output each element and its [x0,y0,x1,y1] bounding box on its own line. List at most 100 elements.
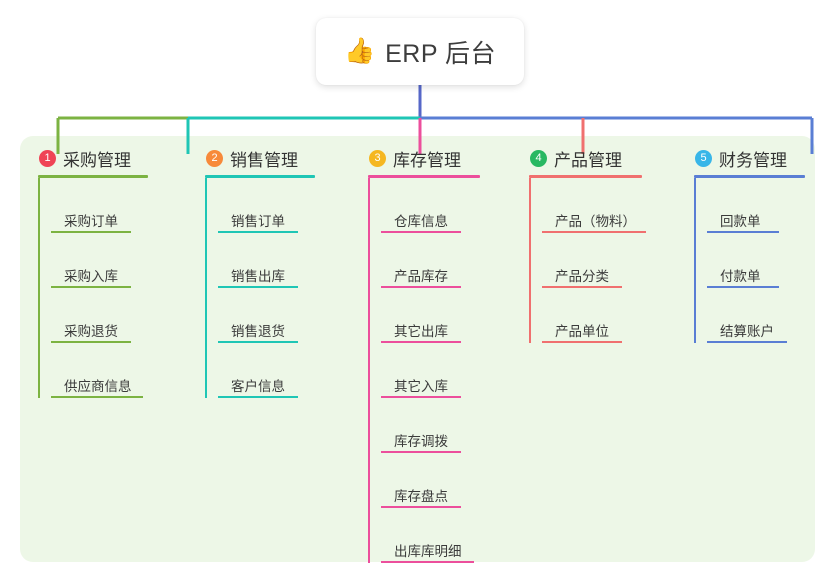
branch-item-label: 客户信息 [231,378,285,394]
branch-items: 仓库信息产品库存其它出库其它入库库存调拨库存盘点出库库明细 [368,178,493,563]
branch-item-rule [51,341,131,343]
branch-item-rule [542,341,622,343]
branch-header-2[interactable]: 2 销售管理 [205,146,325,170]
branch-item-label: 销售出库 [231,268,285,284]
branch-item[interactable]: 销售订单 [218,178,325,233]
branch-item[interactable]: 付款单 [707,233,814,288]
branch-header-1[interactable]: 1 采购管理 [38,146,158,170]
branch-item-rule [381,451,461,453]
branch-spine [38,178,40,398]
branch-item-label: 库存调拨 [394,433,448,449]
branch-item-label: 产品分类 [555,268,609,284]
branch-item-label: 销售订单 [231,213,285,229]
branch-item-rule [707,231,779,233]
branch-header-rule [529,175,642,178]
branch-spine [694,178,696,343]
branch-item-label: 采购退货 [64,323,118,339]
branch-item[interactable]: 产品库存 [381,233,493,288]
branch-item[interactable]: 供应商信息 [51,343,158,398]
branch-item-label: 产品库存 [394,268,448,284]
branch-item-label: 库存盘点 [394,488,448,504]
branch-header-5[interactable]: 5 财务管理 [694,146,814,170]
branch-title: 销售管理 [230,150,298,170]
branch-item-rule [51,231,131,233]
branch-item-rule [218,286,298,288]
branch-header-rule [205,175,315,178]
branch-item-rule [218,341,298,343]
branch-item-label: 采购订单 [64,213,118,229]
branch-item-rule [542,286,622,288]
branch-item[interactable]: 库存调拨 [381,398,493,453]
branch-header-rule [694,175,805,178]
branch-item[interactable]: 采购入库 [51,233,158,288]
branch-items: 采购订单采购入库采购退货供应商信息 [38,178,158,398]
branch-item-rule [381,396,461,398]
branch-header-rule [368,175,480,178]
branch-item-label: 其它入库 [394,378,448,394]
branch-column-4: 4 产品管理产品（物料） 产品分类产品单位 [529,146,659,343]
branch-item[interactable]: 客户信息 [218,343,325,398]
branch-item[interactable]: 库存盘点 [381,453,493,508]
branch-spine [529,178,531,343]
branch-item[interactable]: 结算账户 [707,288,814,343]
thumbs-up-icon: 👍 [343,37,376,65]
branch-title: 采购管理 [63,150,131,170]
branch-number-badge: 3 [369,149,386,167]
branch-item-rule [381,506,461,508]
branch-column-3: 3 库存管理仓库信息产品库存其它出库其它入库库存调拨库存盘点出库库明细 [368,146,493,563]
branch-item-rule [381,286,461,288]
branch-item-rule [381,561,474,563]
branch-title: 产品管理 [554,150,622,170]
branch-column-1: 1 采购管理采购订单采购入库采购退货供应商信息 [38,146,158,398]
branch-item-rule [707,286,779,288]
branch-item-label: 采购入库 [64,268,118,284]
root-title: ERP 后台 [385,39,497,68]
branch-item-label: 回款单 [720,213,761,229]
branch-header-rule [38,175,148,178]
branch-item[interactable]: 采购退货 [51,288,158,343]
branch-item-rule [542,231,646,233]
branch-item-label: 销售退货 [231,323,285,339]
branch-items: 回款单付款单结算账户 [694,178,814,343]
branch-item-label: 产品单位 [555,323,609,339]
branch-item-rule [381,231,461,233]
branch-item[interactable]: 回款单 [707,178,814,233]
branch-number-badge: 1 [39,149,56,167]
branch-item-rule [707,341,787,343]
branch-item[interactable]: 产品分类 [542,233,659,288]
branch-column-2: 2 销售管理销售订单销售出库销售退货客户信息 [205,146,325,398]
branch-number-badge: 5 [695,149,712,167]
branch-items: 销售订单销售出库销售退货客户信息 [205,178,325,398]
branch-item-label: 供应商信息 [64,378,132,394]
branch-item[interactable]: 其它入库 [381,343,493,398]
branch-item[interactable]: 产品（物料） [542,178,659,233]
branch-item-label: 产品（物料） [555,213,636,229]
branch-column-5: 5 财务管理回款单付款单结算账户 [694,146,814,343]
branch-item[interactable]: 出库库明细 [381,508,493,563]
root-node[interactable]: 👍 ERP 后台 [316,18,524,85]
branches-panel [20,136,815,562]
branch-item-label: 结算账户 [720,323,774,339]
branch-spine [368,178,370,563]
branch-number-badge: 2 [206,149,223,167]
branch-item-rule [218,396,298,398]
branch-header-4[interactable]: 4 产品管理 [529,146,659,170]
branch-item[interactable]: 销售出库 [218,233,325,288]
branch-items: 产品（物料） 产品分类产品单位 [529,178,659,343]
branch-item-label: 其它出库 [394,323,448,339]
branch-item-label: 仓库信息 [394,213,448,229]
branch-header-3[interactable]: 3 库存管理 [368,146,493,170]
branch-item[interactable]: 仓库信息 [381,178,493,233]
branch-item-rule [381,341,461,343]
branch-item-rule [218,231,298,233]
branch-number-badge: 4 [530,149,547,167]
branch-item[interactable]: 采购订单 [51,178,158,233]
branch-item-rule [51,396,143,398]
branch-item[interactable]: 销售退货 [218,288,325,343]
branch-title: 财务管理 [719,150,787,170]
branch-item[interactable]: 产品单位 [542,288,659,343]
branch-item[interactable]: 其它出库 [381,288,493,343]
branch-title: 库存管理 [393,150,461,170]
branch-spine [205,178,207,398]
